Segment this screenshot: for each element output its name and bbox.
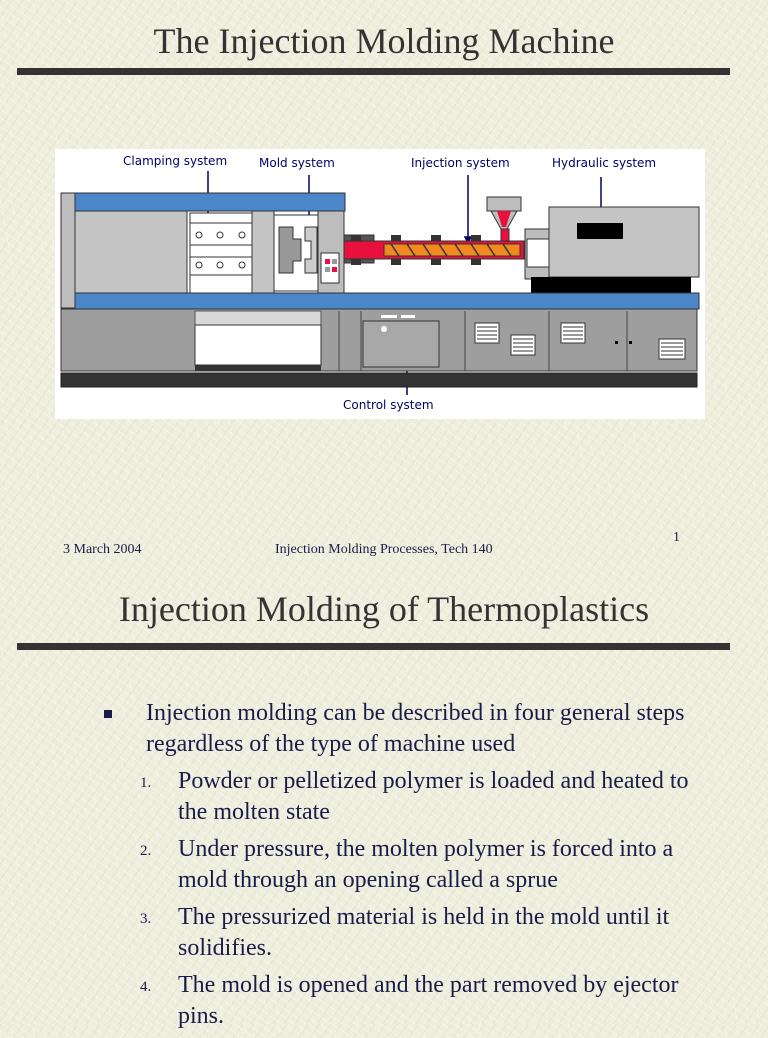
slide-title-2: Injection Molding of Thermoplastics	[118, 589, 650, 629]
label-mold-system: Mold system	[259, 156, 335, 170]
page-number: 1	[673, 530, 680, 545]
title-rule	[17, 68, 730, 75]
list-text: Powder or pelletized polymer is loaded a…	[178, 768, 689, 825]
list-item: 4. The mold is opened and the part remove…	[100, 970, 720, 1032]
steps-list: 1. Powder or pelletized polymer is loaded…	[100, 766, 720, 1032]
lead-bullet: Injection molding can be described in fo…	[100, 698, 720, 760]
label-control-system: Control system	[343, 398, 434, 412]
label-hydraulic-system: Hydraulic system	[552, 156, 656, 170]
title-rule-2	[17, 643, 730, 650]
list-item: 3. The pressurized material is held in th…	[100, 902, 720, 964]
lead-text: Injection molding can be described in fo…	[146, 700, 685, 757]
list-text: Under pressure, the molten polymer is fo…	[178, 836, 674, 893]
list-text: The mold is opened and the part removed …	[178, 972, 679, 1029]
list-item: 2. Under pressure, the molten polymer is …	[100, 834, 720, 896]
square-bullet-icon	[104, 710, 112, 718]
list-number: 2.	[140, 843, 152, 859]
list-number: 4.	[140, 979, 152, 995]
machine-diagram: Clamping system Mold system Injection sy…	[55, 149, 705, 419]
list-number: 3.	[140, 911, 152, 927]
slide-title: The Injection Molding Machine	[153, 21, 615, 61]
list-text: The pressurized material is held in the …	[178, 904, 670, 961]
label-injection-system: Injection system	[411, 156, 510, 170]
footer-course: Injection Molding Processes, Tech 140	[275, 542, 493, 557]
bullet-list: Injection molding can be described in fo…	[100, 698, 720, 1038]
footer-date: 3 March 2004	[63, 542, 142, 557]
list-item: 1. Powder or pelletized polymer is loaded…	[100, 766, 720, 828]
label-clamping-system: Clamping system	[123, 154, 227, 168]
list-number: 1.	[140, 775, 152, 791]
